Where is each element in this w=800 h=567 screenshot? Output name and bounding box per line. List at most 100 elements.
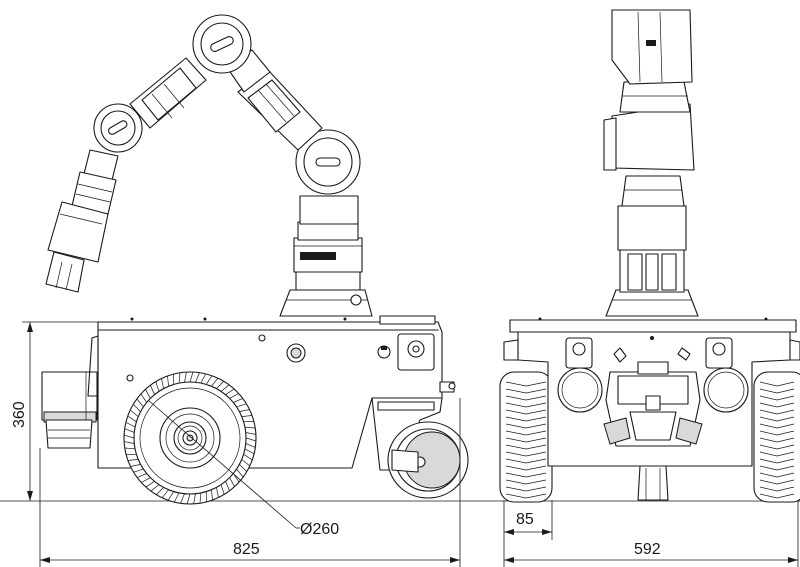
tread-bar (505, 402, 547, 408)
tread-lug (216, 487, 219, 498)
tread-lug (245, 443, 256, 448)
dimensions: 360 825 Ø260 85 592 (11, 321, 799, 567)
tread-lug (216, 380, 224, 389)
tread-bar (759, 479, 795, 485)
tread-lug (141, 477, 151, 483)
tread-bar (759, 423, 795, 429)
tread-bar (759, 430, 795, 436)
tread-lug (150, 385, 155, 395)
tread-lug (233, 398, 243, 403)
tread-lug (178, 372, 181, 384)
shoulder-joint (295, 129, 361, 195)
tread-lug (132, 404, 141, 412)
tread-bar (505, 388, 547, 394)
width-dimension-label: 592 (634, 541, 661, 558)
tread-lug (145, 481, 155, 488)
end-effector (45, 149, 119, 293)
tread-lug (189, 372, 194, 383)
front-left-wheel (499, 371, 553, 503)
tread-lug (200, 373, 207, 384)
length-dimension-label: 825 (233, 541, 260, 558)
tread-lug (193, 493, 196, 504)
tread-lug (245, 432, 256, 435)
elbow-joint (192, 14, 252, 74)
tread-bar (759, 451, 795, 457)
tread-lug (155, 381, 160, 392)
tread-lug (225, 388, 235, 395)
tread-bar (759, 444, 795, 450)
tread-bar (505, 430, 547, 436)
tread-lug (241, 415, 253, 417)
tread-lug (244, 448, 255, 455)
tread-bar (505, 493, 547, 499)
tread-bar (759, 381, 795, 387)
tread-bar (505, 472, 547, 478)
tread-lug (220, 384, 230, 392)
tread-lug (156, 487, 164, 496)
forearm (129, 57, 207, 129)
tread-bar (759, 402, 795, 408)
tread-lug (180, 493, 185, 504)
height-dimension-label: 360 (11, 401, 28, 428)
rear-bumper (41, 371, 98, 449)
wheel-diameter-label: Ø260 (300, 521, 339, 538)
tread-lug (245, 437, 256, 442)
caster-wheel (371, 397, 469, 499)
front-view (499, 9, 800, 503)
tread-bar (759, 437, 795, 443)
tread-lug (239, 409, 250, 412)
tread-bar (505, 465, 547, 471)
tread-lug (211, 489, 213, 501)
tread-lug (150, 484, 160, 492)
tread-lug (161, 378, 164, 389)
tread-lug (136, 398, 144, 408)
tread-lug (241, 459, 251, 467)
wrist-joint (93, 103, 143, 153)
tread-bar (505, 395, 547, 401)
tread-bar (505, 409, 547, 415)
tread-lug (195, 372, 200, 383)
tread-lug (129, 409, 139, 417)
tread-bar (505, 458, 547, 464)
tread-bar (759, 388, 795, 394)
tread-bar (505, 416, 547, 422)
tread-bar (505, 437, 547, 443)
tread-lug (125, 421, 136, 428)
tread-lug (211, 377, 219, 387)
drive-wheel (123, 371, 257, 505)
tread-lug (236, 403, 247, 408)
tread-lug (140, 393, 147, 403)
tread-lug (130, 464, 141, 467)
tread-bar (759, 486, 795, 492)
tread-bar (505, 451, 547, 457)
tread-bar (759, 458, 795, 464)
tread-lug (167, 375, 169, 387)
tread-lug (186, 493, 191, 504)
wheel-offset-dimension-label: 85 (516, 511, 534, 528)
tread-lug (229, 393, 239, 399)
tread-lug (206, 375, 213, 385)
tread-lug (137, 473, 147, 478)
tread-lug (229, 477, 235, 487)
tread-bar (759, 465, 795, 471)
tread-bar (759, 409, 795, 415)
tread-lug (173, 492, 180, 503)
wheel-diameter-leader (147, 399, 300, 529)
tread-lug (124, 434, 135, 439)
tread-lug (243, 454, 253, 461)
tread-lug (225, 481, 230, 491)
tread-bar (759, 493, 795, 499)
tread-lug (167, 491, 174, 501)
tread-lug (127, 459, 139, 461)
side-view (0, 14, 800, 529)
front-chassis (503, 317, 800, 501)
tread-bar (505, 381, 547, 387)
tread-lug (145, 389, 151, 399)
tread-bar (759, 416, 795, 422)
arm-base (279, 195, 373, 317)
tread-lug (161, 489, 169, 499)
tread-lug (220, 484, 225, 495)
tread-bar (505, 444, 547, 450)
tread-bar (759, 395, 795, 401)
